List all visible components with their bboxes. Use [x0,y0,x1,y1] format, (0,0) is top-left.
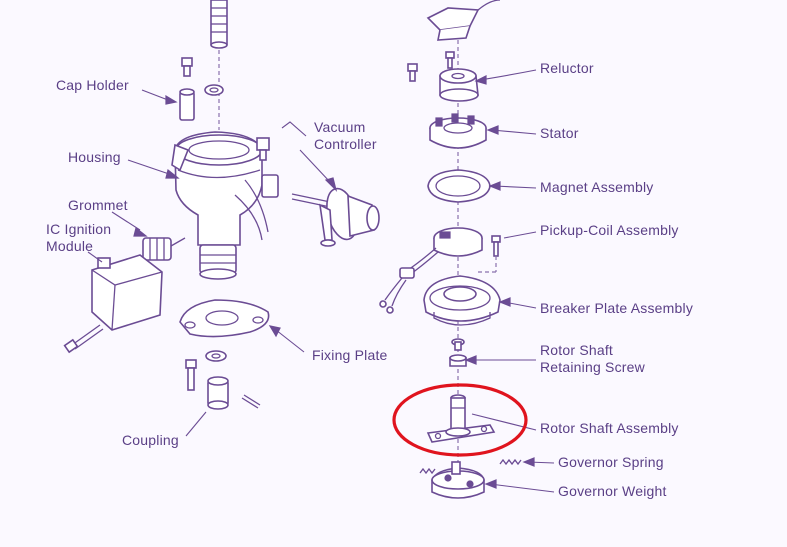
housing-body [171,131,269,280]
governor-spring-part [419,458,522,475]
label-stator: Stator [540,125,579,141]
rotor-shaft-assembly-part [426,394,496,443]
ic-ignition-module-part [63,254,163,354]
cap-holder-bolt [181,57,193,77]
label-magnet-assembly: Magnet Assembly [540,179,654,195]
pickup-screw [491,235,501,257]
reluctor-screw [445,51,455,69]
housing-fitting [256,137,279,198]
washer-bottom [205,350,227,362]
leader-lines [87,69,555,493]
governor-weight-part [431,461,485,499]
grommet-part [142,237,186,261]
label-coupling: Coupling [122,432,179,448]
label-breaker-plate-assembly: Breaker Plate Assembly [540,300,694,316]
stator-part [429,113,487,149]
label-governor-spring: Governor Spring [558,454,664,470]
label-rotor-shaft-retaining-screw: Rotor Shaft Retaining Screw [540,342,645,375]
label-reluctor: Reluctor [540,60,594,76]
rotor-top [426,0,501,41]
coupling-part [207,376,229,410]
coupling-bolt [185,359,197,391]
reluctor-part [439,68,479,102]
magnet-assembly-part [427,169,491,203]
drive-shaft-top [210,0,228,49]
label-vacuum-controller: Vacuum Controller [314,119,377,152]
side-screw [407,63,418,82]
label-cap-holder: Cap Holder [56,77,129,93]
label-housing: Housing [68,149,121,165]
cap-holder-part [179,88,195,121]
label-pickup-coil-assembly: Pickup-Coil Assembly [540,222,679,238]
pickup-coil-assembly-part [379,227,483,314]
label-grommet: Grommet [68,197,128,213]
vacuum-controller-part [291,187,380,247]
label-governor-weight: Governor Weight [558,483,667,499]
breaker-plate-assembly-part [423,275,501,326]
label-rotor-shaft-assembly: Rotor Shaft Assembly [540,420,679,436]
rotor-shaft-retaining-screw-part [449,338,467,367]
label-ic-ignition-module: IC Ignition Module [46,221,112,254]
coupling-pin [241,397,259,409]
fixing-plate-part [179,299,270,338]
highlight-circle [392,383,528,457]
label-fixing-plate: Fixing Plate [312,347,388,363]
washer-top [204,84,224,96]
